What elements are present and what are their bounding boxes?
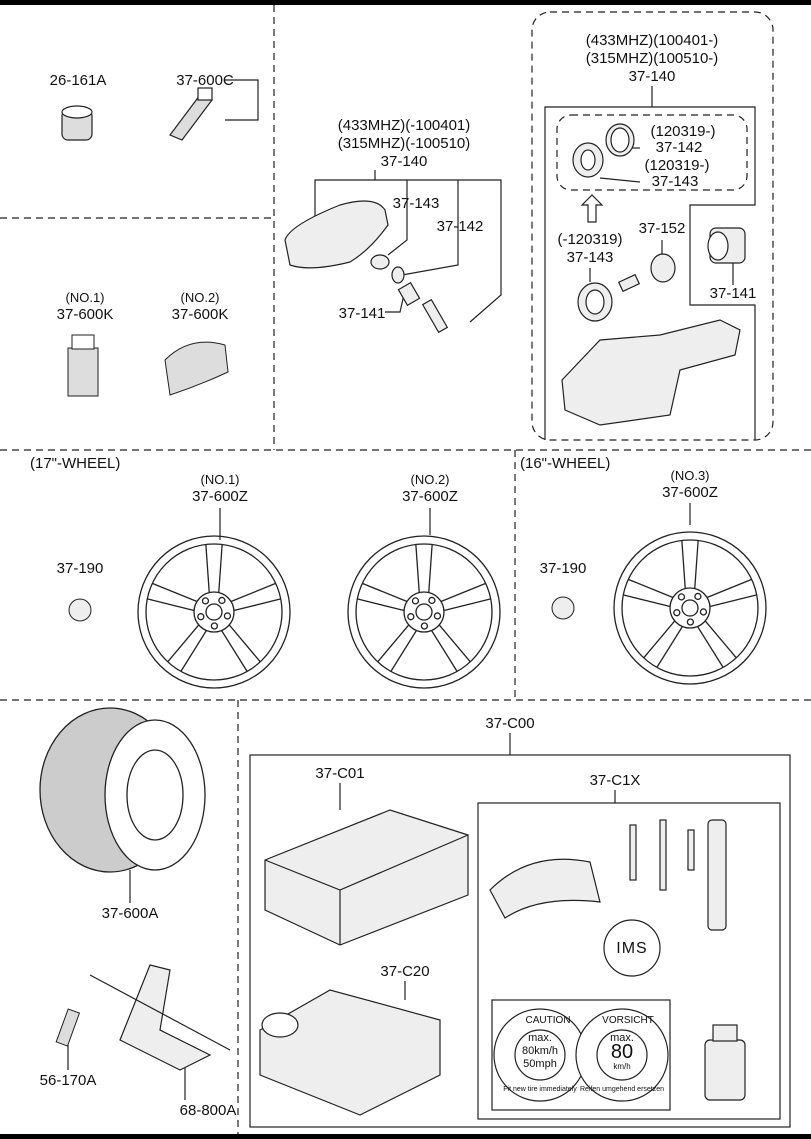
valve-stem-drawing[interactable] — [169, 87, 213, 141]
section-dividers — [0, 5, 811, 1134]
part-label-37-152[interactable]: 37-152 — [638, 220, 686, 237]
part-label-wheel-2[interactable]: 37-600Z — [402, 488, 458, 505]
note-weight-2: (NO.2) — [180, 290, 220, 305]
wheel-1-drawing[interactable] — [137, 535, 291, 689]
tpms-sensor-old-drawing[interactable] — [284, 200, 449, 334]
part-label-37-142-new[interactable]: 37-142 — [655, 139, 703, 156]
caution-speed-kmh: 80km/h — [521, 1045, 559, 1057]
wheel-2-drawing[interactable] — [347, 535, 501, 689]
note-sensor-new-433: (433MHZ)(100401-) — [585, 32, 719, 49]
part-label-37-143-new[interactable]: 37-143 — [651, 173, 699, 190]
tire-drawing[interactable] — [39, 707, 206, 873]
compressor-drawing[interactable] — [259, 989, 441, 1116]
part-label-37-141-new[interactable]: 37-141 — [709, 285, 757, 302]
tpms-sensor-new-drawing[interactable] — [561, 123, 746, 426]
center-cap-17-drawing[interactable] — [68, 598, 92, 622]
note-37-142-new: (120319-) — [650, 123, 716, 140]
jack-drawing[interactable] — [89, 964, 231, 1071]
vorsicht-speed: 80 — [610, 1041, 634, 1063]
part-label-sealant-set[interactable]: 37-C1X — [589, 772, 641, 789]
caution-max: max. — [528, 1032, 552, 1044]
part-label-compressor[interactable]: 37-C20 — [380, 963, 430, 980]
note-37-143-new: (120319-) — [644, 157, 710, 174]
vorsicht-ring-text: Reifen umgehend ersetzen — [579, 1086, 665, 1093]
kit-case-drawing[interactable] — [264, 809, 469, 946]
part-label-jack-handle[interactable]: 56-170A — [39, 1072, 97, 1089]
note-weight-1: (NO.1) — [65, 290, 105, 305]
part-label-tire[interactable]: 37-600A — [101, 905, 159, 922]
note-sensor-old-315: (315MHZ)(-100510) — [337, 135, 471, 152]
note-37-143-old-seal: (-120319) — [557, 231, 623, 248]
ims-sticker-text: IMS — [616, 940, 648, 957]
note-wheel-1: (NO.1) — [200, 472, 240, 487]
section-title-16-wheel: (16"-WHEEL) — [520, 455, 611, 472]
vorsicht-title: VORSICHT — [602, 1015, 654, 1026]
part-label-37-142-old[interactable]: 37-142 — [436, 218, 484, 235]
caution-title: CAUTION — [525, 1015, 571, 1026]
part-label-kit-case[interactable]: 37-C01 — [315, 765, 365, 782]
part-label-valve[interactable]: 37-600C — [176, 72, 234, 89]
wheel-3-drawing[interactable] — [613, 531, 767, 685]
part-label-sensor-new[interactable]: 37-140 — [628, 68, 676, 85]
part-label-wheel-1[interactable]: 37-600Z — [192, 488, 248, 505]
vorsicht-unit: km/h — [613, 1062, 631, 1071]
note-wheel-3: (NO.3) — [670, 468, 710, 483]
note-sensor-old-433: (433MHZ)(-100401) — [337, 117, 471, 134]
top-border — [0, 0, 811, 5]
part-label-sensor-old[interactable]: 37-140 — [380, 153, 428, 170]
caution-speed-mph: 50mph — [523, 1058, 557, 1070]
note-wheel-2: (NO.2) — [410, 472, 450, 487]
balance-weight-2-drawing[interactable] — [164, 341, 229, 396]
lug-nut-drawing[interactable] — [61, 105, 93, 141]
bottom-border — [0, 1134, 811, 1139]
section-title-17-wheel: (17"-WHEEL) — [30, 455, 121, 472]
vorsicht-max: max. — [610, 1032, 634, 1044]
sealant-items-drawing[interactable] — [489, 819, 746, 1102]
center-cap-16-drawing[interactable] — [551, 596, 575, 620]
part-label-wheel-3[interactable]: 37-600Z — [662, 484, 718, 501]
part-label-37-141-old[interactable]: 37-141 — [338, 305, 386, 322]
part-label-weight-1[interactable]: 37-600K — [56, 306, 114, 323]
part-label-jack[interactable]: 68-800A — [179, 1102, 237, 1119]
part-label-37-143-old[interactable]: 37-143 — [392, 195, 440, 212]
note-sensor-new-315: (315MHZ)(100510-) — [585, 50, 719, 67]
part-label-cap-17[interactable]: 37-190 — [56, 560, 104, 577]
part-label-repair-kit[interactable]: 37-C00 — [485, 715, 535, 732]
part-label-cap-16[interactable]: 37-190 — [539, 560, 587, 577]
jack-handle-drawing[interactable] — [55, 1008, 81, 1047]
caution-ring-text: Fit new tire immediately — [503, 1086, 577, 1093]
part-label-37-143-old-seal[interactable]: 37-143 — [566, 249, 614, 266]
balance-weight-1-drawing[interactable] — [67, 334, 99, 397]
part-label-weight-2[interactable]: 37-600K — [171, 306, 229, 323]
part-label-lug-nut[interactable]: 26-161A — [49, 72, 107, 89]
